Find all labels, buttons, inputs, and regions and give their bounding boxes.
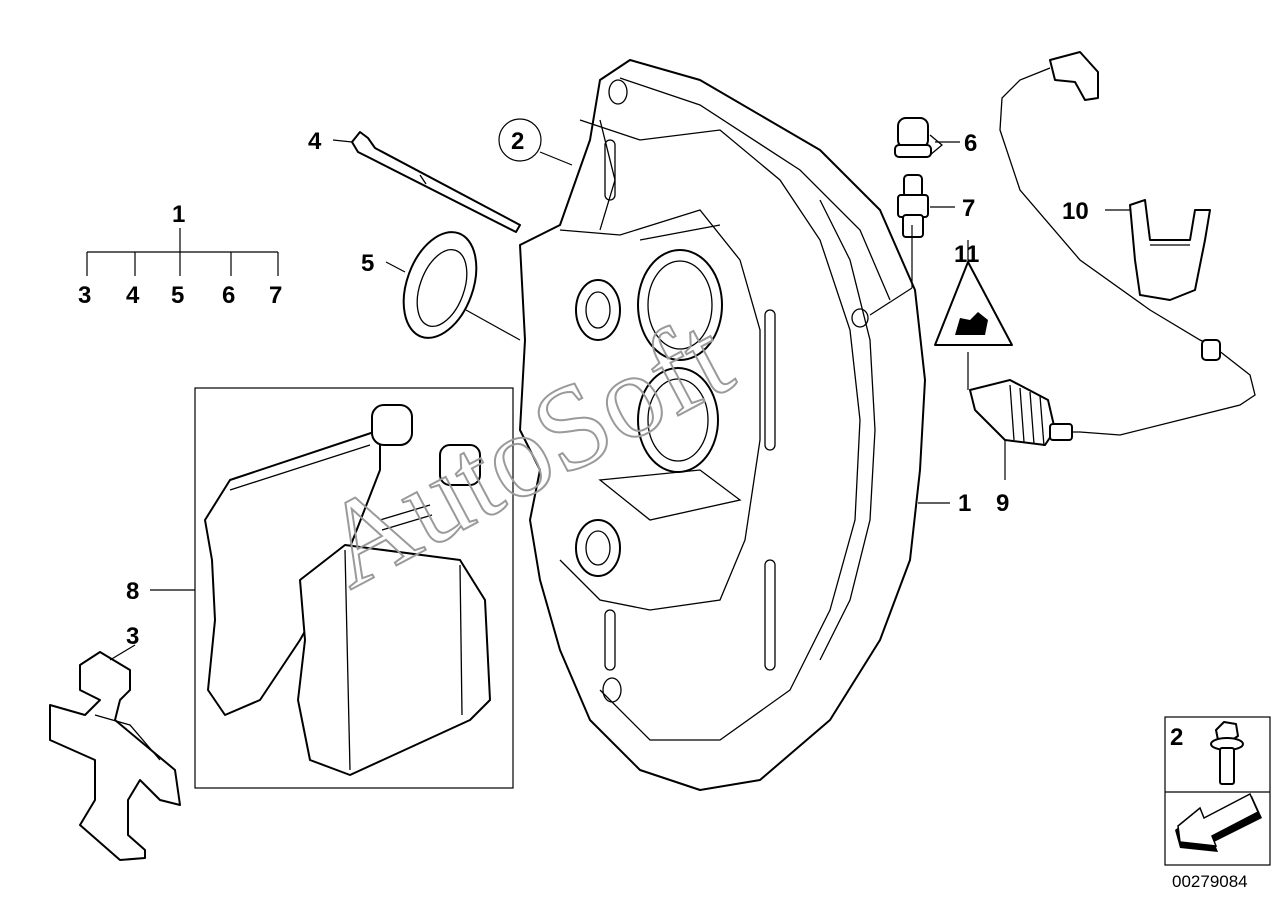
callout-8: 8 — [126, 578, 139, 605]
callout-4: 4 — [308, 128, 322, 155]
arrow-icon — [1175, 792, 1262, 852]
inset-label-2: 2 — [1170, 724, 1183, 751]
callout-9: 9 — [996, 490, 1009, 517]
kit-tree-child-5: 5 — [171, 282, 184, 309]
bleeder-cap — [894, 117, 944, 158]
callout-7: 7 — [962, 195, 975, 222]
bolt-icon — [1210, 721, 1244, 785]
cable-bracket — [1129, 199, 1211, 301]
guide-pin — [351, 131, 521, 233]
callouts: 4 2 5 6 7 10 11 1 9 8 3 — [126, 128, 1089, 650]
callout-11: 11 — [954, 241, 979, 268]
inset-panel: 2 — [1164, 716, 1271, 866]
drawing-number: 00279084 — [1172, 872, 1248, 891]
callout-5: 5 — [361, 250, 374, 277]
leader-lines — [109, 118, 1130, 661]
seal-ring — [402, 231, 478, 339]
warning-label — [934, 261, 1013, 346]
callout-10: 10 — [1062, 198, 1089, 225]
brake-pads-box — [194, 387, 514, 789]
callout-2: 2 — [511, 128, 524, 155]
kit-tree: 1 3 4 5 6 7 — [78, 201, 282, 309]
callout-3: 3 — [126, 623, 139, 650]
kit-tree-child-3: 3 — [78, 282, 91, 309]
bleeder-screw — [897, 174, 929, 238]
callout-6: 6 — [964, 130, 977, 157]
kit-tree-child-6: 6 — [222, 282, 235, 309]
kit-tree-child-4: 4 — [126, 282, 140, 309]
kit-tree-child-7: 7 — [269, 282, 282, 309]
spring-clip — [49, 651, 181, 861]
wear-sensor — [969, 51, 1256, 447]
callout-1: 1 — [958, 490, 971, 517]
brake-caliper — [519, 59, 926, 791]
kit-tree-root-label: 1 — [172, 201, 185, 228]
